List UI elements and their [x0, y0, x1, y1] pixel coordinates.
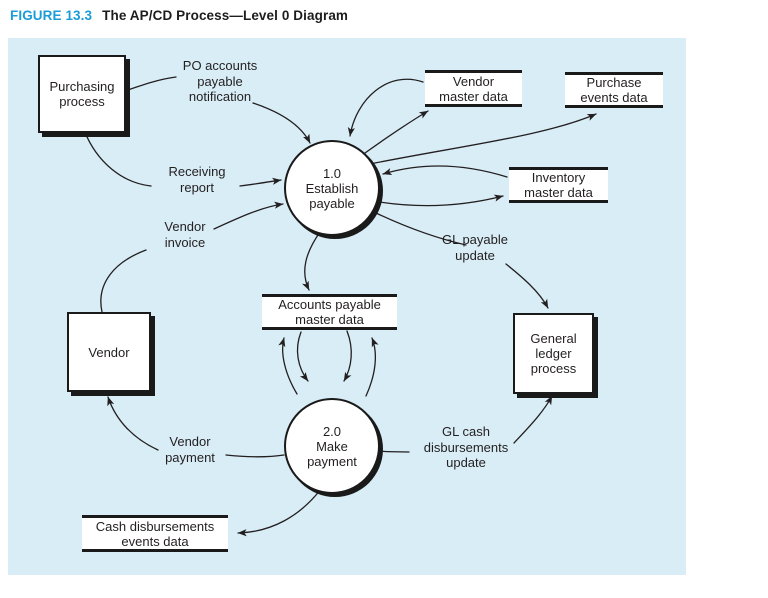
flow-vendor-invoice-connector [100, 249, 147, 313]
figure-number-label: FIGURE 13.3 [10, 8, 93, 23]
figure-title: FIGURE 13.3 The AP/CD Process—Level 0 Dia… [10, 8, 348, 23]
entity-purchasing-process: Purchasing process [38, 55, 126, 133]
flow-label-vendor-payment: Vendor payment [165, 434, 215, 465]
entity-general-ledger-process: General ledger process [513, 313, 594, 394]
process-establish-payable: 1.0 Establish payable [284, 140, 380, 236]
datastore-purchase-events-data: Purchase events data [565, 72, 663, 108]
flow-gl-payable-update-connector [375, 212, 467, 246]
flow-label-po-accounts-payable-notification: PO accounts payable notification [182, 58, 258, 104]
datastore-accounts-payable-master-data: Accounts payable master data [262, 294, 397, 330]
datastore-vendor-master-data: Vendor master data [425, 70, 522, 107]
entity-vendor: Vendor [67, 312, 151, 392]
flow-label-gl-cash-disbursements-update: GL cash disbursements update [423, 424, 509, 470]
flow-receiving-report-connector [83, 129, 152, 187]
flow-label-receiving-report: Receiving report [168, 164, 226, 195]
flow-make-payment-to-cash-disb-arrow [237, 488, 322, 537]
flow-po-notification-connector [121, 76, 177, 93]
flow-vendor-invoice-arrow [213, 201, 284, 230]
flow-label-gl-payable-update: GL payable update [441, 232, 508, 263]
flow-establish-to-inventory-arrow [372, 194, 504, 207]
figure-caption: The AP/CD Process—Level 0 Diagram [102, 8, 349, 23]
flow-establish-to-vendor-master-arrow [364, 110, 429, 154]
flow-establish-to-ap-master-arrow [302, 231, 321, 291]
flow-vendor-master-to-establish-arrow [347, 78, 424, 137]
flow-establish-to-purchase-events-arrow [369, 113, 597, 165]
flow-ap-master-to-make-payment-left-arrow [296, 331, 309, 382]
flow-vendor-payment-arrow [107, 396, 159, 451]
process-make-payment: 2.0 Make payment [284, 398, 380, 494]
flow-po-notification-arrow [252, 102, 311, 144]
flow-gl-payable-update-arrow [505, 263, 549, 309]
datastore-inventory-master-data: Inventory master data [509, 167, 608, 203]
datastore-cash-disbursements-events-data: Cash disbursements events data [82, 515, 228, 552]
flow-gl-cash-disb-connector [376, 450, 410, 453]
flow-make-payment-to-ap-master-left-arrow [278, 337, 298, 395]
flow-make-payment-to-ap-master-right-arrow [365, 337, 379, 397]
flow-label-vendor-invoice: Vendor invoice [164, 219, 206, 250]
flow-inventory-to-establish-arrow [382, 165, 508, 178]
flow-vendor-payment-connector [225, 454, 285, 458]
flow-ap-master-to-make-payment-right-arrow [343, 330, 352, 382]
flow-receiving-report-arrow [239, 177, 282, 187]
flow-gl-cash-disb-arrow [513, 395, 553, 444]
